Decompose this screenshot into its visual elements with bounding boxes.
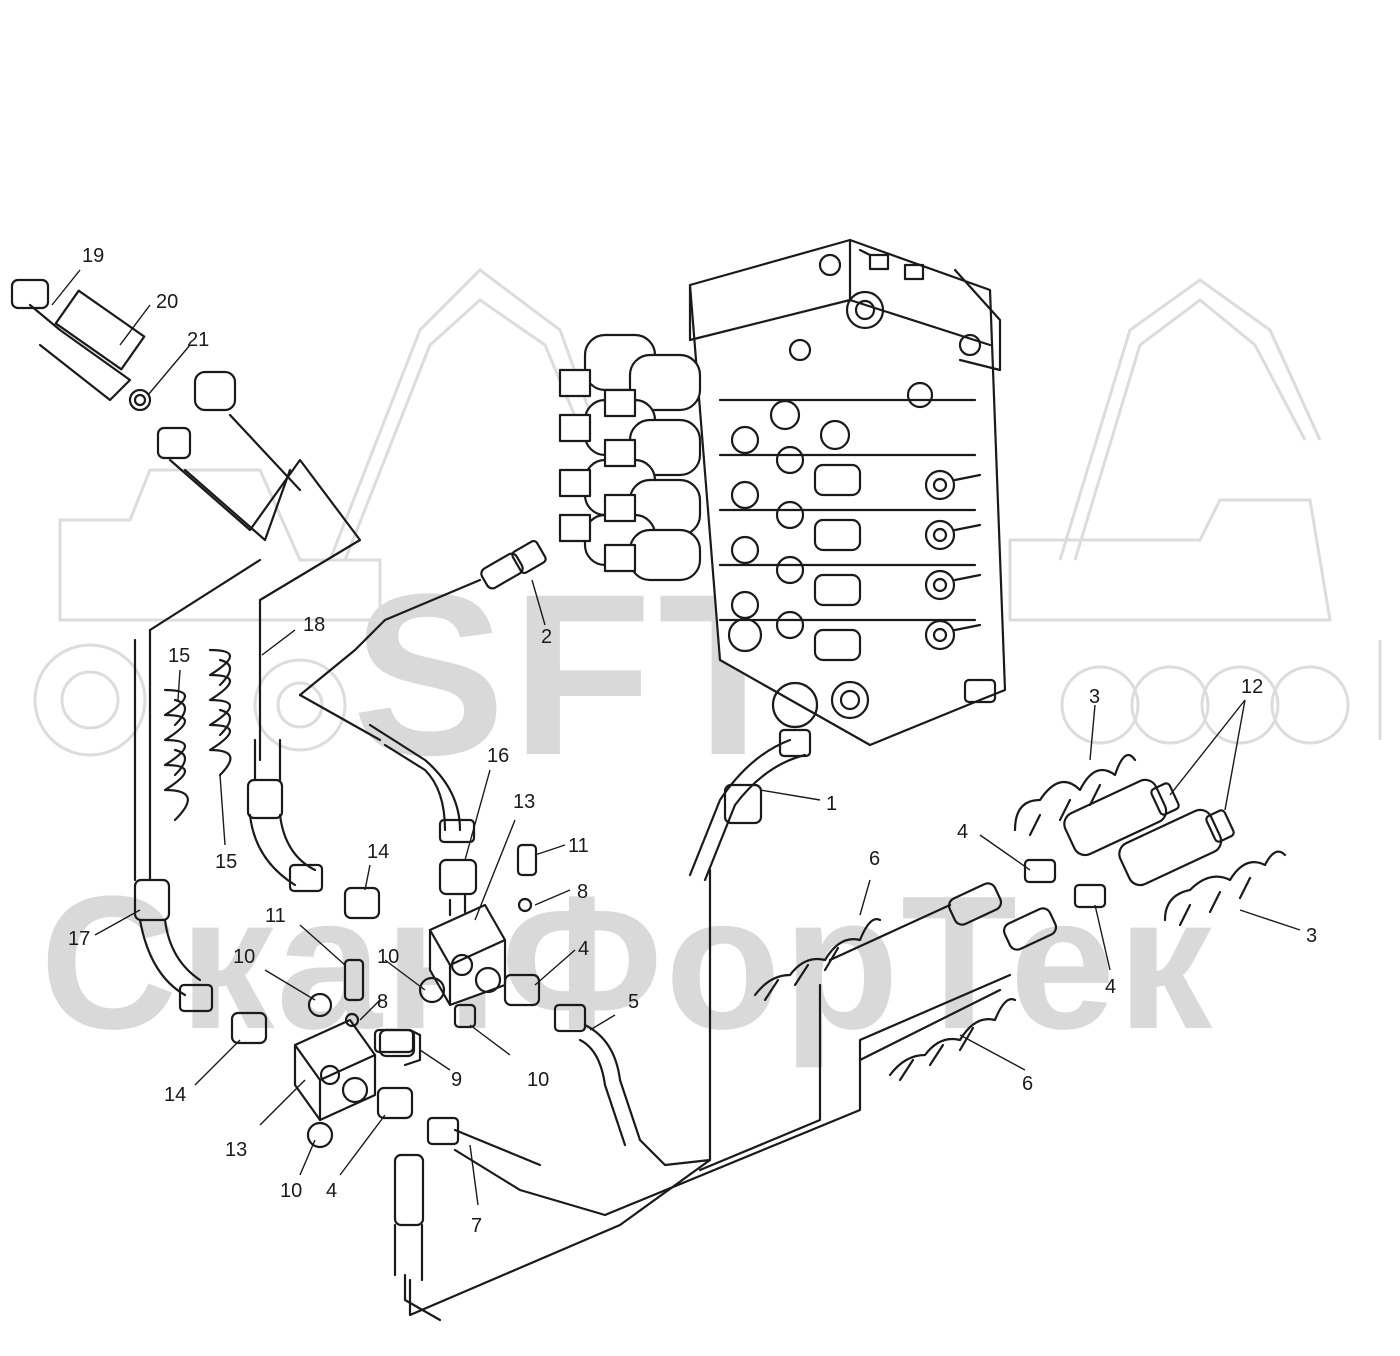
callout-15-upper: 15 [168,645,190,667]
callout-8-upper: 8 [577,881,588,903]
hose-12 [698,778,1235,1172]
callout-4-right-lower: 4 [1105,976,1116,998]
callout-9: 9 [451,1069,462,1091]
callout-13-lower: 13 [225,1139,247,1161]
hose-1 [408,728,812,1317]
callout-14-upper: 14 [367,841,389,863]
callout-10-bottom: 10 [280,1180,302,1202]
callout-4-upper: 4 [578,938,589,960]
callout-14-lower: 14 [164,1084,186,1106]
hose-2 [298,539,547,742]
callout-12: 12 [1241,676,1263,698]
tee-block-13-lower [293,958,377,1149]
callout-3-upper: 3 [1089,686,1100,708]
callout-11-upper: 11 [568,835,589,857]
hose-17 [133,878,214,1013]
callout-1: 1 [826,793,837,815]
hose-18-20-assembly [10,278,362,882]
hose-18 [246,738,324,893]
watermark-company-name: СканФорТек [40,857,1215,1069]
callout-13-upper: 13 [513,791,535,813]
elbow-9 [373,1028,422,1067]
tee-block-13-upper [418,843,538,1029]
hose-7 [393,973,1012,1322]
leader-lines [51,269,1301,1206]
clamp-15 [163,648,232,822]
callout-3-lower: 3 [1306,925,1317,947]
clamp-3 [1013,753,1287,927]
callout-10-left: 10 [233,946,255,968]
callout-18: 18 [303,614,325,636]
callout-10-mid: 10 [377,946,399,968]
callout-15-lower: 15 [215,851,237,873]
callout-4-right-upper: 4 [957,821,968,843]
callout-16: 16 [487,745,509,767]
hose-5 [553,1003,712,1167]
callout-labels: 19 20 21 18 15 15 2 1 16 13 11 8 14 17 1… [68,245,1317,1237]
callout-11-lower: 11 [265,905,286,927]
callout-20: 20 [156,291,178,313]
callout-7: 7 [471,1215,482,1237]
callout-19: 19 [82,245,104,267]
callout-21: 21 [187,329,209,351]
callout-4-lower: 4 [326,1180,337,1202]
callout-10-right: 10 [527,1069,549,1091]
control-valve-assembly [558,238,1007,747]
fitting-14 [230,886,381,1045]
solenoid-coils [558,333,702,582]
callout-6-upper: 6 [869,848,880,870]
watermark-machines [33,268,1382,757]
callout-2: 2 [541,626,552,648]
callout-17: 17 [68,928,90,950]
callout-5: 5 [628,991,639,1013]
clamp-6 [753,918,1017,1082]
hose-16 [368,723,478,896]
callout-8-lower: 8 [377,991,388,1013]
callout-6-lower: 6 [1022,1073,1033,1095]
